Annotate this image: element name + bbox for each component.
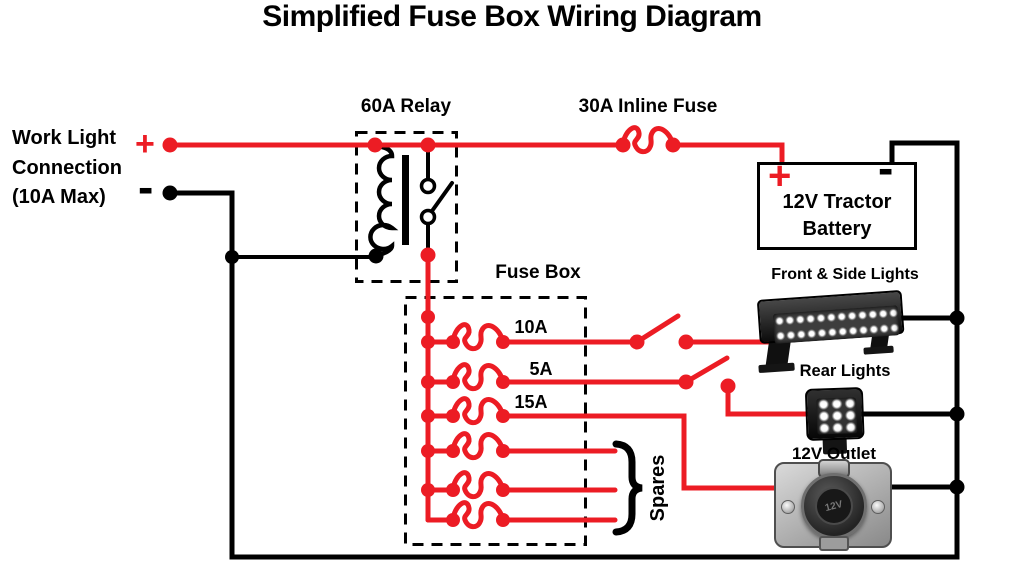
worklight-label-line2: Connection — [12, 156, 122, 179]
fuse-symbol-spare-3 — [453, 503, 503, 527]
spares-brace — [612, 440, 643, 536]
worklight-label-line1: Work Light — [12, 127, 117, 149]
outlet-bottom-tab — [819, 536, 849, 551]
spares-label: Spares — [647, 454, 669, 522]
outlet-label: 12V Outlet — [791, 444, 877, 463]
relay-switch-symbol — [419, 148, 454, 250]
wire-15a-to-outlet — [500, 413, 783, 491]
fuse-symbol-15a — [453, 399, 503, 423]
inline-fuse-symbol — [623, 128, 673, 152]
battery-positive-wire — [670, 142, 785, 164]
inline-fuse-label: 30A Inline Fuse — [578, 96, 718, 117]
battery-name-line1: 12V Tractor — [782, 191, 892, 213]
fusebox-dashed-box — [404, 296, 587, 546]
fuse-rating-15a: 15A — [514, 392, 548, 412]
rearlight-housing — [804, 386, 865, 441]
outlet-image: 12V — [774, 459, 892, 551]
outlet-screw-left — [781, 500, 795, 514]
relay-label: 60A Relay — [360, 96, 452, 117]
worklight-label-line3: (10A Max) — [12, 186, 106, 208]
battery-negative-wire-right-bus — [889, 140, 960, 560]
red-junction-dots — [162, 137, 736, 527]
battery-name-line2: Battery — [802, 218, 872, 240]
battery-plus-terminal: + — [768, 154, 792, 198]
outlet-socket-inner: 12V — [815, 487, 853, 525]
switch-lever-rear-lights — [683, 355, 730, 385]
battery-name: 12V Tractor Battery — [760, 189, 914, 243]
outlet-screw-right — [871, 500, 885, 514]
fuse-rating-10a: 10A — [514, 317, 548, 337]
switch-lever-front-lights — [634, 313, 681, 345]
outlet-socket-marking: 12V — [824, 498, 844, 514]
worklight-minus-terminal: - — [138, 161, 154, 213]
battery-box: 12V Tractor Battery — [757, 162, 917, 250]
fuse-symbol-spare-1 — [453, 434, 503, 458]
relay-coil-symbol — [368, 143, 399, 258]
relay-dashed-box — [355, 131, 458, 283]
rear-lights-label: Rear Lights — [799, 362, 891, 380]
fuse-symbol-5a — [453, 365, 503, 389]
lightbar-base-right — [863, 345, 894, 355]
relay-core-bar — [402, 155, 409, 245]
fuse-symbol-10a — [453, 325, 503, 349]
worklight-plus-terminal: + — [135, 125, 155, 163]
worklight-label: Work Light Connection (10A Max) — [12, 124, 162, 213]
lightbar-housing — [756, 289, 905, 344]
wire-switch-to-rearlight — [725, 383, 815, 417]
ground-wire-left-bottom — [167, 190, 960, 560]
fusebox-label: Fuse Box — [495, 262, 581, 283]
black-junction-dots — [162, 185, 965, 495]
fuse-symbol-spare-2 — [453, 473, 503, 497]
battery-minus-terminal: - — [878, 142, 894, 194]
rearlight-led-lens — [816, 397, 858, 435]
diagram-title: Simplified Fuse Box Wiring Diagram — [262, 0, 762, 33]
outlet-socket: 12V — [801, 473, 867, 539]
front-side-lights-label: Front & Side Lights — [771, 266, 919, 283]
fuse-rating-5a: 5A — [529, 359, 553, 379]
